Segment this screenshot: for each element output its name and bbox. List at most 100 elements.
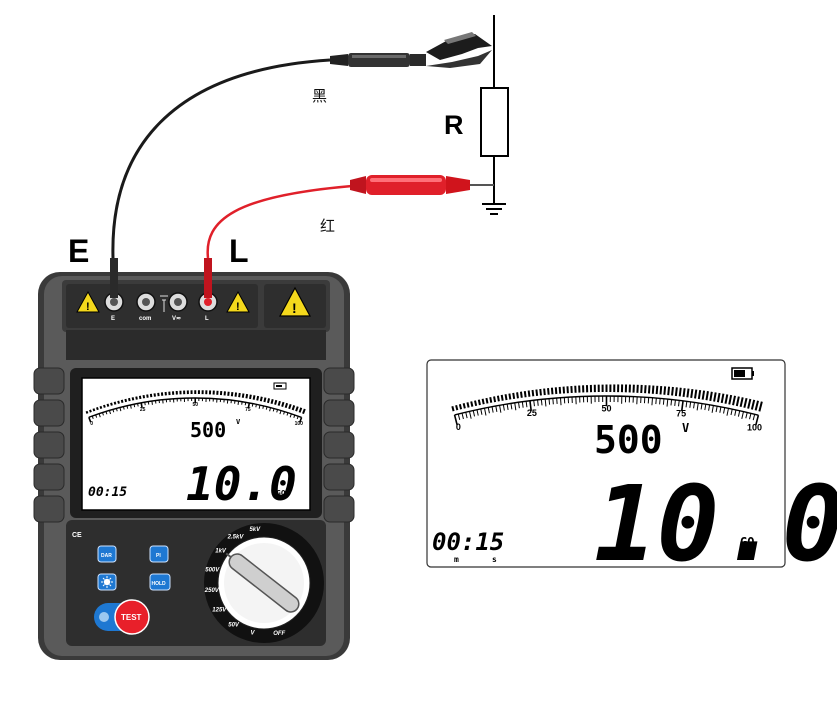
scale-tick: [484, 408, 487, 416]
scale-label: 0: [456, 422, 461, 432]
dial-position-label: V: [251, 631, 256, 637]
test-button-label: TEST: [121, 613, 142, 622]
scale-tick: [719, 406, 722, 413]
large-lcd-voltage-unit: V: [682, 421, 689, 435]
scale-tick: [689, 401, 692, 408]
bargraph-segment: [92, 408, 96, 412]
scale-tick: [279, 410, 282, 415]
bargraph-segment: [701, 390, 706, 400]
bargraph-segment: [651, 385, 655, 394]
scale-tick: [726, 408, 729, 416]
warning-icon: !: [76, 290, 100, 313]
bargraph-segment: [474, 400, 478, 407]
bargraph-segment: [124, 398, 128, 403]
pi-button[interactable]: [149, 545, 169, 563]
bargraph-segment: [735, 396, 740, 407]
scale-tick: [696, 402, 699, 411]
terminal-l-label: L: [229, 233, 249, 269]
scale-tick: [552, 398, 554, 405]
bargraph-segment: [539, 388, 542, 396]
bargraph-segment: [259, 396, 263, 402]
scale-label: 25: [140, 407, 146, 413]
bargraph-segment: [284, 402, 289, 409]
bargraph-segment: [678, 387, 682, 397]
large-lcd-reading-unit: GΩ: [740, 535, 754, 549]
resistor-label: R: [444, 110, 464, 140]
scale-tick: [755, 415, 760, 426]
black-test-lead: 黑: [111, 32, 492, 259]
bargraph-segment: [106, 403, 110, 407]
dar-button[interactable]: [97, 545, 117, 563]
scale-tick: [255, 404, 257, 408]
backlight-button[interactable]: [97, 573, 117, 591]
scale-tick: [289, 413, 292, 418]
scale-tick: [680, 400, 684, 412]
scale-tick: [299, 417, 303, 423]
hold-button[interactable]: [149, 573, 171, 591]
terminal-e-jack[interactable]: [104, 258, 124, 312]
bargraph-segment: [550, 387, 554, 395]
bargraph-segment: [743, 397, 748, 408]
scale-tick: [540, 399, 543, 406]
bargraph-segment: [750, 399, 756, 410]
bargraph-segment: [288, 403, 292, 410]
scale-tick: [251, 403, 254, 407]
scale-tick: [514, 402, 517, 411]
bargraph-segment: [252, 395, 256, 400]
bargraph-segment: [500, 394, 504, 401]
scale-tick: [480, 408, 483, 415]
small-lcd-reading: 10.0: [186, 457, 297, 511]
bargraph-segment: [135, 396, 138, 400]
small-lcd-voltage-unit: V: [236, 418, 241, 426]
red-test-lead: 红: [206, 175, 494, 259]
black-lead-label: 黑: [312, 87, 327, 105]
terminal-l-jack[interactable]: [198, 258, 218, 312]
scale-tick: [95, 414, 98, 418]
bargraph-segment: [470, 401, 474, 407]
bargraph-segment: [451, 405, 455, 412]
bargraph-segment: [504, 394, 508, 401]
bargraph-segment: [659, 385, 663, 395]
scale-tick: [102, 412, 104, 416]
small-lcd-timer: 00:15: [88, 485, 127, 500]
dial-position-label: 2.5kV: [227, 534, 245, 540]
scale-tick: [685, 401, 688, 408]
zoomed-lcd-display: [426, 359, 786, 568]
scale-label: 25: [527, 408, 537, 418]
scale-tick: [708, 404, 711, 411]
bargraph-segment: [96, 407, 99, 411]
bargraph-segment: [674, 387, 678, 397]
bargraph-segment: [477, 399, 481, 406]
test-button-group[interactable]: [94, 599, 150, 635]
bargraph-segment: [462, 403, 466, 409]
bargraph-segment: [128, 397, 131, 402]
terminal-v-jack[interactable]: [168, 292, 188, 312]
scale-tick: [674, 399, 676, 406]
bargraph-segment: [697, 389, 702, 400]
scale-tick: [715, 406, 718, 413]
warning-icon: !: [278, 286, 312, 317]
scale-tick: [533, 400, 535, 407]
scale-tick: [544, 398, 547, 407]
bargraph-segment: [481, 398, 485, 405]
dial-position-label: 125V: [212, 607, 227, 613]
bargraph-segment: [256, 395, 260, 401]
range-rotary-switch[interactable]: [204, 523, 324, 643]
bargraph-segment: [655, 385, 659, 395]
bargraph-segment: [535, 389, 539, 396]
scale-tick: [283, 411, 285, 415]
dial-position-label: 250V: [204, 588, 220, 594]
scale-tick: [529, 400, 532, 411]
ground-icon: [482, 203, 506, 215]
bargraph-segment: [85, 410, 89, 414]
bargraph-segment: [720, 393, 725, 404]
scale-tick: [126, 405, 129, 409]
scale-tick: [723, 407, 726, 414]
terminal-com-jack[interactable]: [136, 292, 156, 312]
scale-tick: [487, 407, 490, 414]
scale-tick: [749, 413, 752, 420]
bargraph-segment: [89, 409, 92, 413]
bargraph-segment: [754, 400, 760, 411]
bargraph-segment: [270, 398, 274, 404]
scale-tick: [119, 407, 122, 412]
